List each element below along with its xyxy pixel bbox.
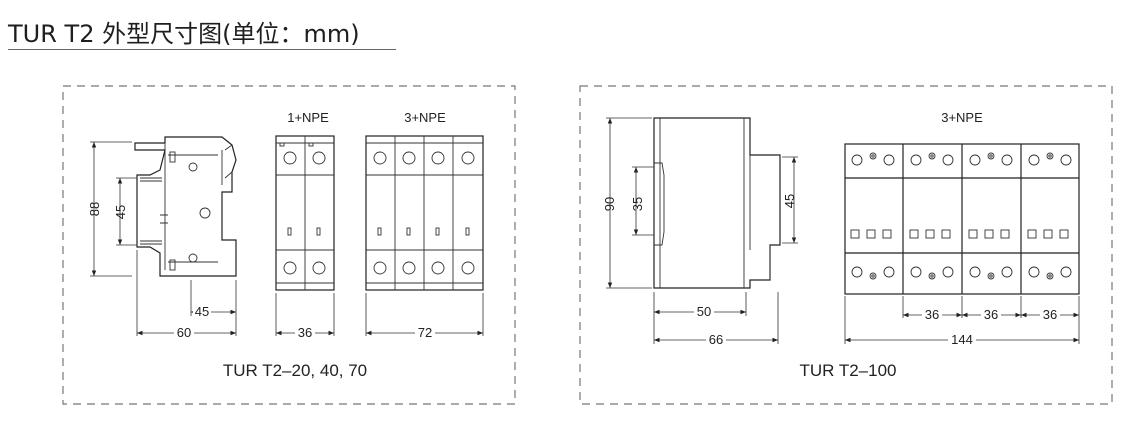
dim-36-left-label: 36 [298, 325, 312, 340]
label-3npe-right: 3+NPE [941, 110, 983, 125]
title-underline [8, 49, 396, 50]
dim-45-horizontal-label: 45 [195, 304, 209, 319]
left-panel-frame [62, 85, 516, 405]
module-2 [909, 152, 954, 280]
module-4 [1027, 152, 1072, 280]
label-1npe: 1+NPE [287, 110, 329, 125]
right-panel-frame [579, 85, 1113, 405]
dim-60-label: 60 [177, 325, 191, 340]
dim-144-label: 144 [951, 332, 973, 347]
front-view-t2-100 [844, 143, 1080, 295]
dim-45-right-label: 45 [782, 194, 797, 208]
right-panel: 90 35 45 50 66 3+NPE [579, 85, 1113, 405]
front-view-3npe [365, 135, 484, 291]
right-caption: TUR T2–100 [799, 361, 896, 380]
dim-36c-label: 36 [1043, 307, 1057, 322]
side-profile-drawing [134, 136, 237, 277]
dim-36b-label: 36 [984, 307, 998, 322]
side-profile-drawing-t2-100 [653, 117, 781, 289]
dim-50-label: 50 [697, 304, 711, 319]
left-panel: 88 45 45 60 1+NPE 36 3+NPE [62, 85, 516, 405]
module-1 [850, 152, 895, 280]
front-view-1npe [275, 135, 335, 291]
module-3 [968, 152, 1013, 280]
left-caption: TUR T2–20, 40, 70 [223, 361, 367, 380]
dim-36a-label: 36 [925, 307, 939, 322]
dim-72-label: 72 [418, 325, 432, 340]
dim-88-label: 88 [87, 202, 102, 216]
dim-90-label: 90 [602, 197, 617, 211]
dim-45-vertical-label: 45 [113, 205, 128, 219]
page-title: TUR T2 外型尺寸图(单位：mm) [8, 20, 360, 48]
dim-35-label: 35 [630, 197, 645, 211]
dim-66-label: 66 [709, 332, 723, 347]
label-3npe-left: 3+NPE [404, 110, 446, 125]
